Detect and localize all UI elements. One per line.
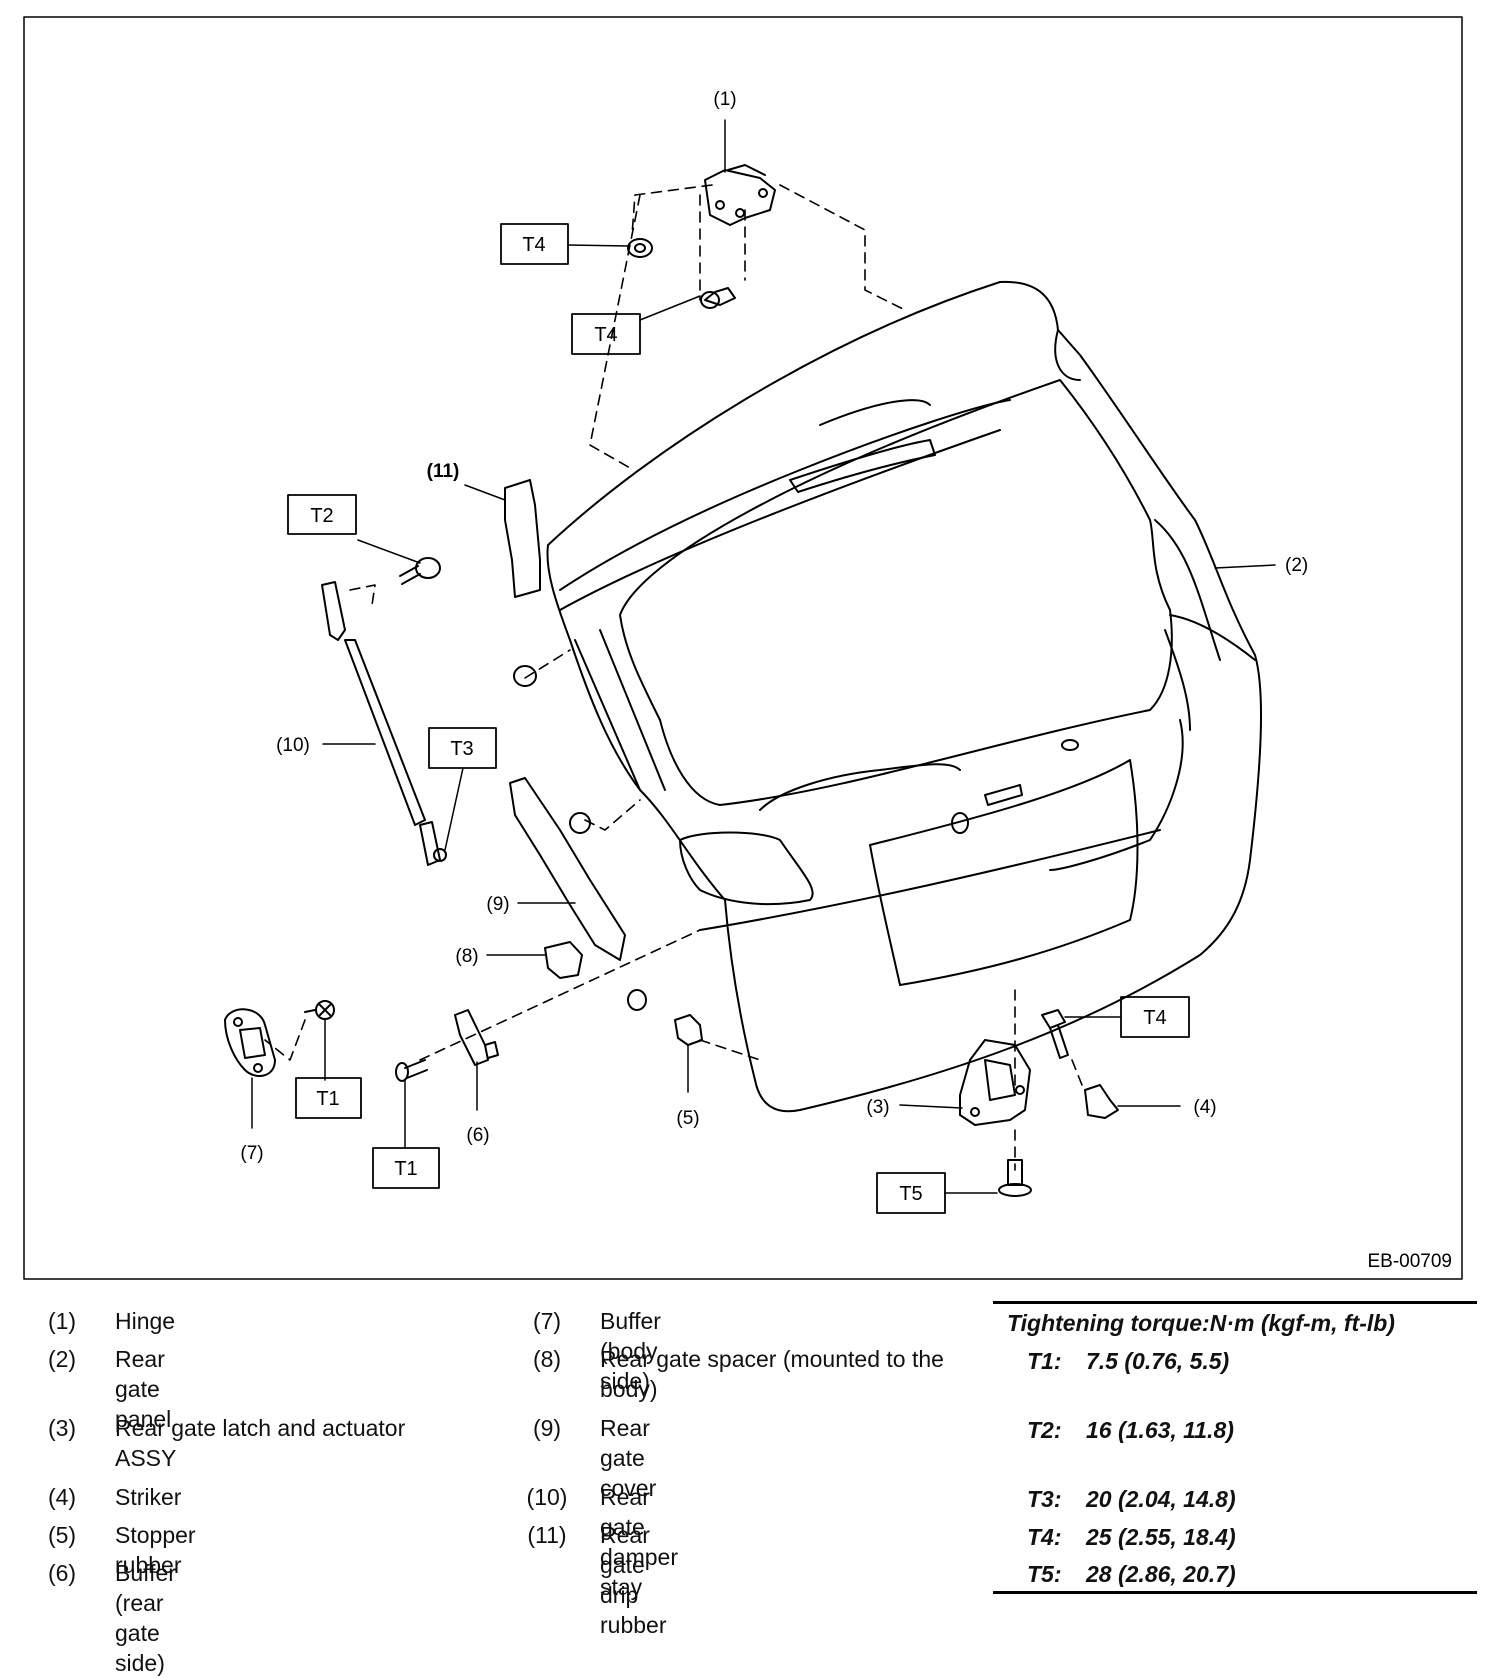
diagram-frame <box>23 16 1463 1280</box>
callout-6: (6) <box>466 1125 489 1146</box>
torque-box-t4-b: T4 <box>594 324 617 346</box>
t5-bolt <box>998 1159 1032 1197</box>
striker <box>1084 1084 1119 1119</box>
legend-num: (5) <box>47 1522 77 1548</box>
torque-box-t4-c: T4 <box>1143 1007 1166 1029</box>
drip-rubber <box>504 479 541 598</box>
rear-gate-panel <box>546 280 1263 1113</box>
torque-key: T4: <box>1027 1524 1062 1550</box>
stopper-rubber <box>674 1014 703 1046</box>
torque-value: 7.5 (0.76, 5.5) <box>1086 1348 1230 1374</box>
callout-7: (7) <box>240 1143 263 1164</box>
callout-9: (9) <box>486 894 509 915</box>
legend-text: Rear gate drip rubber <box>600 1522 667 1638</box>
t1-screw-x <box>304 1000 335 1020</box>
torque-box-t1-b: T1 <box>394 1158 417 1180</box>
torque-box-t4-a: T4 <box>522 234 545 256</box>
grommets <box>513 665 647 1011</box>
torque-table-title: Tightening torque:N·m (kgf-m, ft-lb) <box>1007 1310 1395 1336</box>
t4-striker-bolt <box>1041 1009 1069 1059</box>
torque-box-t2: T2 <box>310 505 333 527</box>
torque-box-t5: T5 <box>899 1183 922 1205</box>
torque-key: T1: <box>1027 1348 1062 1374</box>
callout-5: (5) <box>676 1108 699 1129</box>
legend-num: (4) <box>47 1484 77 1510</box>
torque-box-labels: T1 T1 T2 T3 T4 T4 T4 T5 <box>310 234 1166 1205</box>
torque-table-top-rule <box>993 1301 1477 1304</box>
torque-key: T2: <box>1027 1417 1062 1443</box>
damper-stay <box>321 581 447 866</box>
callout-3: (3) <box>866 1097 889 1118</box>
rear-gate-spacer <box>544 941 583 979</box>
leader-lines <box>251 119 1276 1194</box>
callout-1: (1) <box>713 89 736 110</box>
legend-num: (9) <box>532 1415 562 1441</box>
torque-value: 16 (1.63, 11.8) <box>1086 1417 1234 1443</box>
legend-num: (3) <box>47 1415 77 1441</box>
legend-num: (2) <box>47 1346 77 1372</box>
torque-box-t1-a: T1 <box>316 1088 339 1110</box>
legend-text: Hinge <box>115 1308 176 1334</box>
callout-10: (10) <box>276 735 310 756</box>
legend-text: Striker <box>115 1484 182 1510</box>
callout-2: (2) <box>1285 555 1308 576</box>
legend-text: Rear gate damper stay <box>600 1484 678 1600</box>
hinge <box>704 164 776 226</box>
latch-actuator <box>959 1039 1031 1126</box>
torque-key: T3: <box>1027 1486 1062 1512</box>
torque-boxes <box>287 223 1190 1214</box>
legend-text: Stopper rubber <box>115 1522 196 1578</box>
legend-num: (8) <box>532 1346 562 1372</box>
legend-text: Rear gate cover <box>600 1415 657 1501</box>
callout-11: (11) <box>427 461 460 482</box>
legend-text: Rear gate panel <box>115 1346 172 1432</box>
rear-gate-cover <box>509 777 626 961</box>
hinge-fasteners <box>627 238 736 309</box>
legend-num: (1) <box>47 1308 77 1334</box>
legend-num: (10) <box>526 1484 568 1510</box>
callout-labels: (1) (2) (3) (4) (5) (6) (7) (8) (9) (10)… <box>240 89 1452 1272</box>
figure-code: EB-00709 <box>1367 1251 1452 1272</box>
callout-4: (4) <box>1193 1097 1216 1118</box>
legend-text: Rear gate spacer (mounted to the body) <box>600 1346 944 1402</box>
t1-screw <box>395 1059 428 1082</box>
callout-8: (8) <box>455 946 478 967</box>
dashed-assembly-lines <box>264 184 1083 1171</box>
legend-num: (6) <box>47 1560 77 1586</box>
torque-value: 20 (2.04, 14.8) <box>1086 1486 1236 1512</box>
legend-text: Rear gate latch and actuator ASSY <box>115 1415 406 1471</box>
t2-bolt <box>399 557 441 585</box>
legend-num: (11) <box>527 1522 567 1548</box>
legend-text: Buffer (body side) <box>600 1308 661 1394</box>
legend-num: (7) <box>532 1308 562 1334</box>
buffer-rear-gate-side <box>454 1009 499 1066</box>
torque-value: 28 (2.86, 20.7) <box>1086 1561 1236 1587</box>
exploded-view-diagram: (1) (2) (3) (4) (5) (6) (7) (8) (9) (10)… <box>23 16 1463 1280</box>
torque-table-bottom-rule <box>993 1591 1477 1594</box>
torque-box-t3: T3 <box>450 738 473 760</box>
torque-key: T5: <box>1027 1561 1062 1587</box>
buffer-body-side <box>224 1008 276 1077</box>
legend-text: Buffer (rear gate side) <box>115 1560 176 1676</box>
torque-value: 25 (2.55, 18.4) <box>1086 1524 1236 1550</box>
